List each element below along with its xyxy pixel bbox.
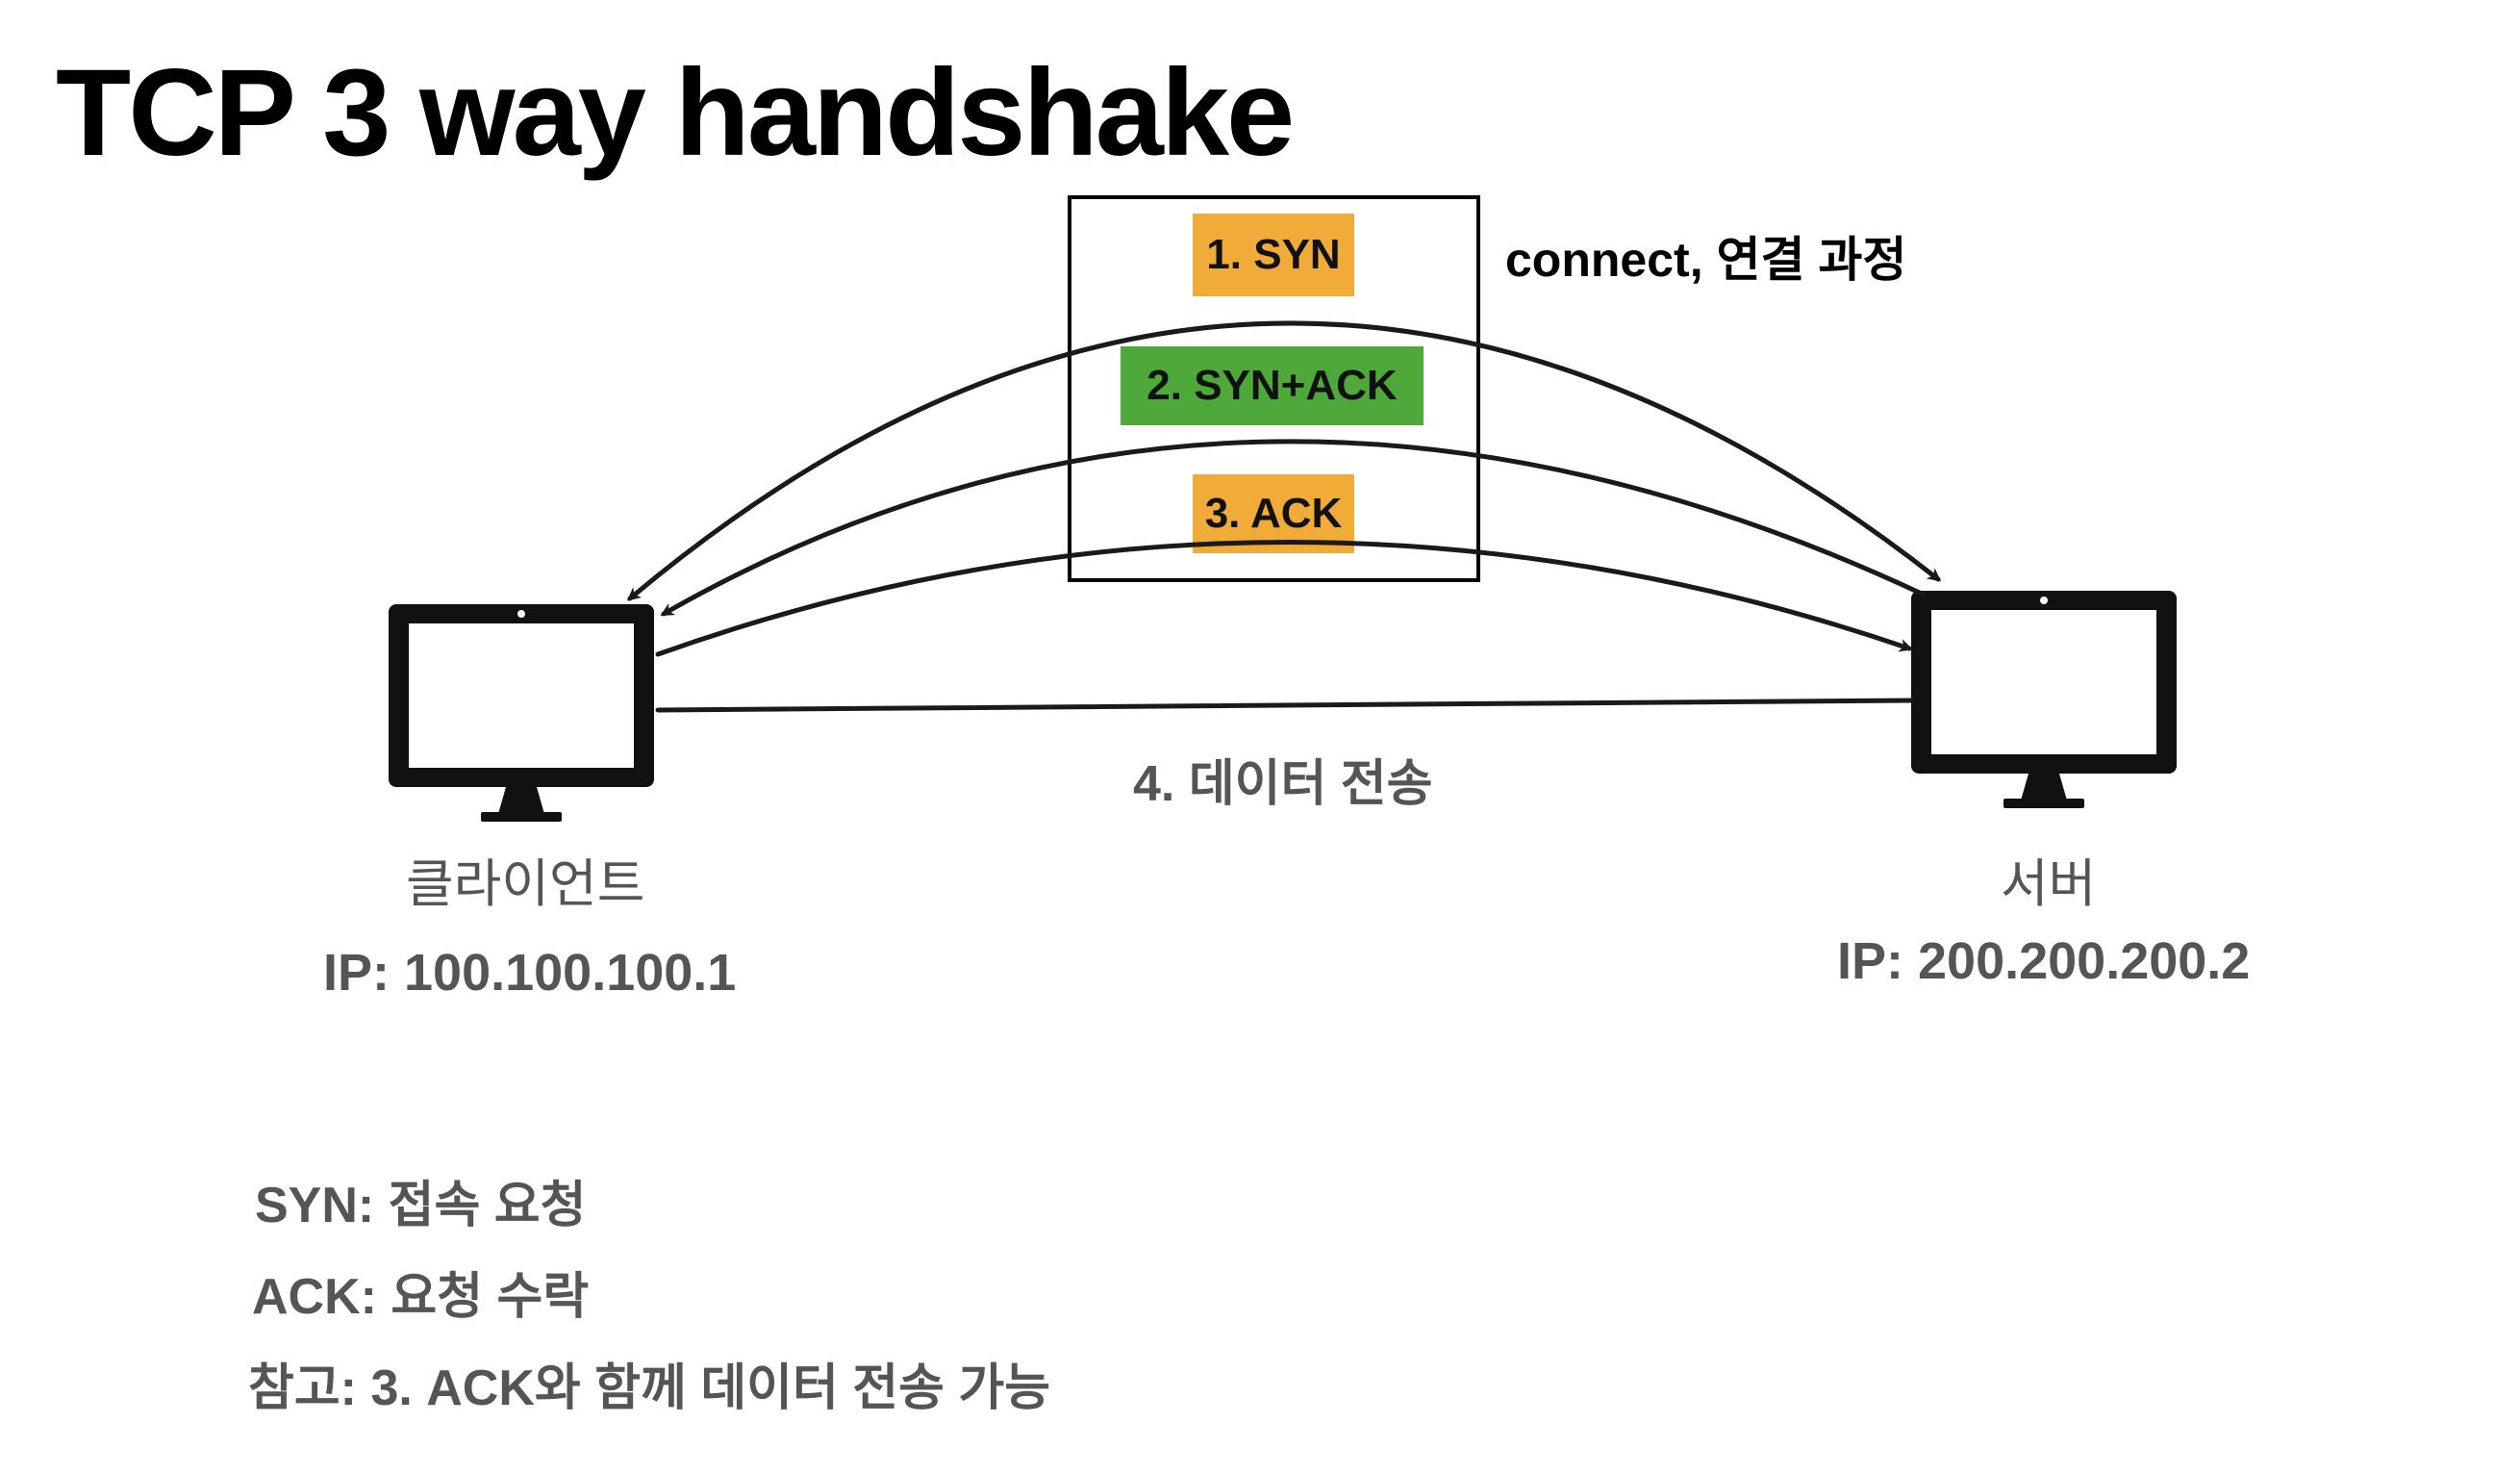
connect-caption: connect, 연결 과정 bbox=[1505, 233, 1907, 287]
step-syn-ack-label: 2. SYN+ACK bbox=[1121, 346, 1424, 425]
diagram-title: TCP 3 way handshake bbox=[56, 44, 1295, 182]
server-ip: IP: 200.200.200.2 bbox=[1837, 932, 2251, 990]
syn-ack-arrow bbox=[660, 439, 1927, 617]
client-name: 클라이언트 bbox=[406, 855, 645, 913]
step-syn-label: 1. SYN bbox=[1193, 214, 1354, 296]
client-ip: IP: 100.100.100.1 bbox=[323, 944, 737, 1002]
data-transfer-line bbox=[655, 698, 1914, 713]
note-syn: SYN: 접속 요청 bbox=[255, 1178, 587, 1233]
note-reference: 참고: 3. ACK와 함께 데이터 전송 가능 bbox=[248, 1360, 1051, 1416]
ack-arrow bbox=[655, 540, 1913, 657]
client-monitor-icon bbox=[389, 604, 654, 822]
server-monitor-icon bbox=[1911, 591, 2177, 808]
syn-arrow bbox=[626, 320, 1942, 601]
note-ack: ACK: 요청 수락 bbox=[252, 1269, 590, 1325]
data-transfer-label: 4. 데이터 전송 bbox=[1133, 756, 1433, 812]
server-name: 서버 bbox=[2001, 855, 2097, 913]
